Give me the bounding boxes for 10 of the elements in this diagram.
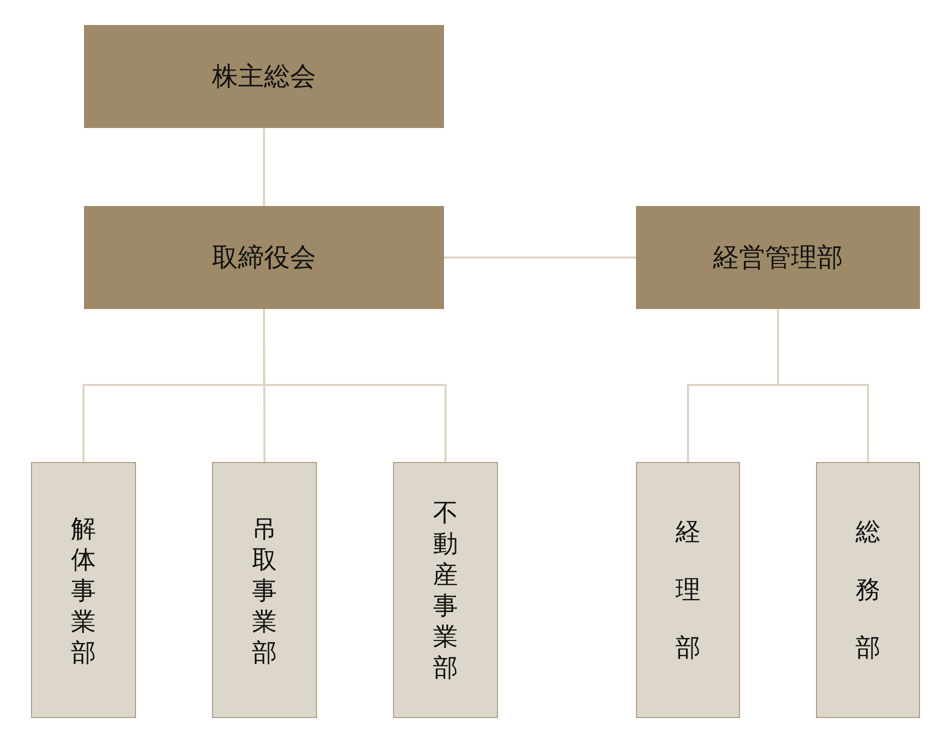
- division-box: 不動産事業部: [393, 462, 498, 718]
- department-box: 株主総会: [84, 25, 444, 128]
- connector-line: [444, 256, 636, 258]
- division-box: 総務部: [816, 462, 920, 718]
- department-box: 経営管理部: [636, 206, 920, 309]
- division-box: 経理部: [636, 462, 740, 718]
- division-box: 解体事業部: [31, 462, 136, 718]
- division-box: 吊取事業部: [212, 462, 317, 718]
- department-box: 取締役会: [84, 206, 444, 309]
- connector-line: [263, 128, 265, 206]
